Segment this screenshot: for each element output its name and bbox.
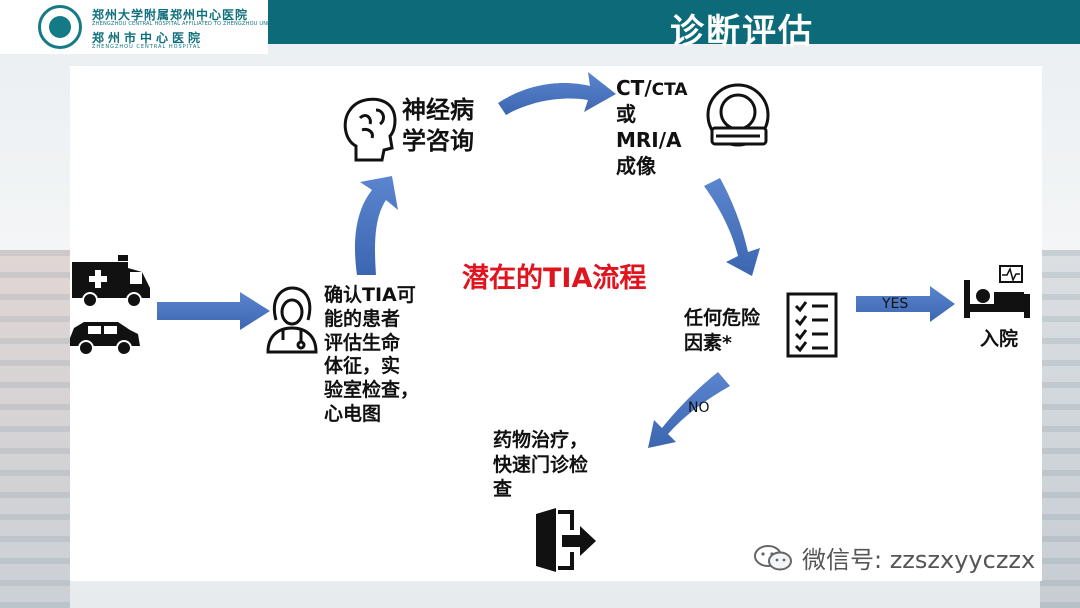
car-icon [70,322,140,356]
exit-icon [536,508,596,572]
background-building-right [1040,250,1080,608]
imaging-cta: CTA [651,80,688,100]
meds-line-3: 查 [493,478,513,501]
ambulance-icon [72,255,150,308]
ct-scanner-icon [706,83,770,147]
yes-label: YES [882,296,909,312]
confirm-line-1: 确认TIA可 [324,284,416,306]
confirm-line-3: 评估生命 [324,331,401,354]
checklist-icon [786,292,838,358]
imaging-line-4: 成像 [616,154,656,179]
arrow-to-imaging [498,72,616,115]
confirm-line-4: 体征，实 [324,355,401,378]
imaging-line-1: CT/CTA [616,75,688,101]
arrow-yes [856,286,955,322]
risk-line-2: 因素* [684,331,732,354]
hospital-logo-emblem [38,5,82,49]
doctor-icon [266,286,318,354]
meds-line-1: 药物治疗， [493,429,589,451]
content-panel [70,66,1042,581]
wechat-icon [754,544,792,570]
no-label: NO [688,400,710,416]
logo-name-cn: 郑州大学附属郑州中心医院 [92,8,249,22]
hospital-logo: 郑州大学附属郑州中心医院 ZHENGZHOU CENTRAL HOSPITAL … [0,0,291,54]
imaging-line-2: 或 [616,102,636,127]
medication-label: 药物治疗， 快速门诊检 查 [493,428,588,502]
arrow-to-risk [704,178,760,276]
logo-name-cn-short: 郑州市中心医院 [92,31,205,45]
risk-line-1: 任何危险 [684,307,761,329]
imaging-ct: CT/ [616,76,652,100]
imaging-label: CT/CTA 或 MRI/A 成像 [616,75,688,179]
neurology-line-2: 学咨询 [402,127,474,156]
brain-icon [343,97,397,162]
arrow-no [648,372,730,448]
page-title: 诊断评估 [670,12,814,52]
logo-name-en: ZHENGZHOU CENTRAL HOSPITAL AFFILIATED TO… [92,21,292,27]
imaging-line-3: MRI/A [616,128,682,153]
wechat-watermark: 微信号: zzszxyyczzx [752,540,1035,575]
center-flow-title: 潜在的TIA流程 [462,263,647,294]
meds-line-2: 快速门诊检 [493,453,589,476]
risk-factors-label: 任何危险 因素* [684,306,760,355]
confirm-patient-label: 确认TIA可 能的患者 评估生命 体征，实 验室检查， 心电图 [324,284,419,427]
admit-label: 入院 [980,328,1019,350]
logo-name-en-short: ZHENGZHOU CENTRAL HOSPITAL [92,44,202,50]
confirm-line-2: 能的患者 [324,307,401,330]
arrow-to-confirm [157,292,270,330]
neurology-consult-label: 神经病 学咨询 [402,95,474,157]
wechat-id: 微信号: zzszxyyczzx [802,546,1036,574]
confirm-line-5: 验室检查， [324,379,420,401]
arrow-to-neurology [354,176,398,275]
neurology-line-1: 神经病 [402,96,474,124]
confirm-line-6: 心电图 [324,402,382,425]
hospital-bed-icon [964,265,1030,318]
background-building-left [0,250,70,608]
